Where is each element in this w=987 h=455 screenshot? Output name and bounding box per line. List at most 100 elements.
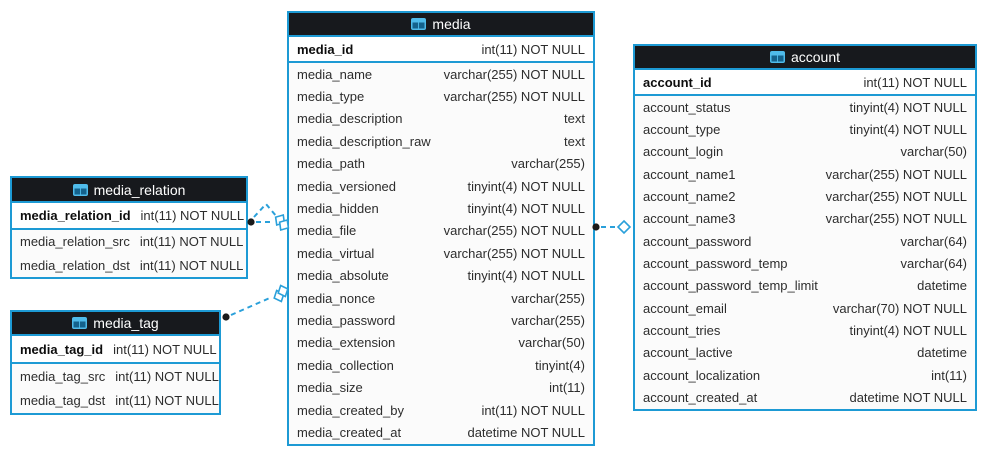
table-media-relation[interactable]: media_relation media_relation_id int(11)…	[10, 176, 248, 279]
column-type: int(11) NOT NULL	[140, 208, 245, 223]
column-row[interactable]: media_path varchar(255)	[289, 152, 593, 175]
column-row[interactable]: media_absolute tinyint(4) NOT NULL	[289, 264, 593, 287]
column-name: media_tag_src	[20, 368, 106, 384]
column-type: int(11)	[549, 380, 585, 396]
table-title: media	[432, 16, 471, 32]
column-name: media_tag_dst	[20, 393, 106, 409]
column-row[interactable]: media_relation_dst int(11) NOT NULL	[12, 253, 246, 277]
table-header[interactable]: media	[289, 13, 593, 37]
column-type: varchar(70) NOT NULL	[832, 300, 967, 316]
column-row[interactable]: media_created_at datetime NOT NULL	[289, 421, 593, 444]
column-name: media_size	[297, 380, 363, 396]
column-row[interactable]: media_description_raw text	[289, 130, 593, 153]
column-name: media_collection	[297, 357, 394, 373]
column-row[interactable]: media_collection tinyint(4)	[289, 354, 593, 377]
column-name: account_login	[643, 144, 724, 160]
column-row[interactable]: media_size int(11)	[289, 376, 593, 399]
table-media-tag[interactable]: media_tag media_tag_id int(11) NOT NULL …	[10, 310, 221, 415]
column-row[interactable]: media_created_by int(11) NOT NULL	[289, 398, 593, 422]
column-row[interactable]: account_name1 varchar(255) NOT NULL	[635, 163, 975, 186]
cardinality-diamond-icon	[273, 289, 285, 303]
table-icon	[72, 183, 88, 196]
column-row[interactable]: account_tries tinyint(4) NOT NULL	[635, 319, 975, 342]
column-type: tinyint(4)	[535, 357, 585, 373]
column-type: tinyint(4) NOT NULL	[467, 178, 585, 194]
column-name: media_type	[297, 89, 365, 105]
table-title: media_relation	[93, 181, 186, 198]
column-row[interactable]: media_password varchar(255)	[289, 309, 593, 332]
column-row[interactable]: account_lactive datetime	[635, 341, 975, 365]
column-type: int(11) NOT NULL	[115, 368, 219, 384]
column-name: media_relation_src	[20, 234, 130, 250]
column-row[interactable]: media_tag_dst int(11) NOT NULL	[12, 388, 219, 413]
column-name: media_relation_id	[20, 208, 131, 223]
column-row[interactable]: account_localization int(11)	[635, 364, 975, 387]
column-name: account_password	[643, 233, 752, 249]
relationship-media-to-account	[592, 219, 632, 235]
table-title: media_tag	[93, 315, 159, 331]
primary-key-row[interactable]: media_id int(11) NOT NULL	[289, 37, 593, 63]
column-name: media_extension	[297, 335, 396, 351]
primary-key-row[interactable]: media_tag_id int(11) NOT NULL	[12, 336, 219, 364]
column-type: int(11) NOT NULL	[115, 393, 219, 409]
column-name: account_lactive	[643, 345, 733, 361]
column-type: int(11) NOT NULL	[139, 257, 244, 273]
table-header[interactable]: account	[635, 46, 975, 70]
column-type: datetime NOT NULL	[467, 424, 585, 440]
column-row[interactable]: account_password_temp varchar(64)	[635, 252, 975, 275]
column-type: varchar(50)	[900, 144, 967, 160]
table-header[interactable]: media_relation	[12, 178, 246, 203]
column-row[interactable]: media_virtual varchar(255) NOT NULL	[289, 242, 593, 265]
column-row[interactable]: media_versioned tinyint(4) NOT NULL	[289, 174, 593, 198]
column-type: varchar(64)	[900, 233, 967, 249]
column-row[interactable]: account_name3 varchar(255) NOT NULL	[635, 207, 975, 231]
column-row[interactable]: account_name2 varchar(255) NOT NULL	[635, 185, 975, 208]
table-header[interactable]: media_tag	[12, 312, 219, 336]
column-row[interactable]: media_description text	[289, 107, 593, 131]
primary-key-row[interactable]: media_relation_id int(11) NOT NULL	[12, 203, 246, 230]
column-type: datetime	[917, 278, 967, 294]
column-name: media_absolute	[297, 268, 389, 284]
column-row[interactable]: account_status tinyint(4) NOT NULL	[635, 96, 975, 119]
column-row[interactable]: media_extension varchar(50)	[289, 331, 593, 355]
column-type: varchar(255) NOT NULL	[443, 66, 585, 82]
column-row[interactable]: account_email varchar(70) NOT NULL	[635, 297, 975, 320]
column-name: media_created_by	[297, 402, 404, 418]
column-type: varchar(255) NOT NULL	[825, 211, 967, 227]
column-row[interactable]: account_password_temp_limit datetime	[635, 274, 975, 298]
primary-key-row[interactable]: account_id int(11) NOT NULL	[635, 70, 975, 96]
column-name: account_email	[643, 300, 727, 316]
connection-dot-icon	[222, 313, 230, 321]
table-icon	[411, 18, 427, 30]
column-row[interactable]: media_nonce varchar(255)	[289, 286, 593, 310]
relationship-line	[230, 296, 273, 316]
column-row[interactable]: media_tag_src int(11) NOT NULL	[12, 364, 219, 389]
column-name: media_file	[297, 223, 357, 239]
table-account[interactable]: account account_id int(11) NOT NULL acco…	[633, 44, 977, 411]
cardinality-diamond-icon	[616, 219, 632, 235]
column-list: media_tag_src int(11) NOT NULL media_tag…	[12, 364, 219, 413]
connection-dot-icon	[247, 218, 255, 226]
column-row[interactable]: media_relation_src int(11) NOT NULL	[12, 230, 246, 254]
table-media[interactable]: media media_id int(11) NOT NULL media_na…	[287, 11, 595, 446]
column-list: media_name varchar(255) NOT NULL media_t…	[289, 63, 593, 444]
column-row[interactable]: account_login varchar(50)	[635, 140, 975, 164]
column-row[interactable]: account_password varchar(64)	[635, 230, 975, 253]
column-name: media_name	[297, 66, 373, 82]
column-type: int(11) NOT NULL	[481, 41, 585, 57]
column-row[interactable]: media_type varchar(255) NOT NULL	[289, 85, 593, 108]
column-type: tinyint(4) NOT NULL	[849, 122, 967, 138]
cardinality-diamond-icon	[274, 213, 286, 227]
column-type: varchar(255)	[511, 156, 585, 172]
column-type: varchar(255) NOT NULL	[825, 166, 967, 182]
relationship-media-relation-to-media	[247, 202, 290, 232]
column-row[interactable]: account_created_at datetime NOT NULL	[635, 386, 975, 409]
column-row[interactable]: media_file varchar(255) NOT NULL	[289, 219, 593, 243]
column-name: account_password_temp_limit	[643, 278, 818, 294]
column-row[interactable]: media_name varchar(255) NOT NULL	[289, 63, 593, 86]
column-row[interactable]: media_hidden tinyint(4) NOT NULL	[289, 197, 593, 220]
column-row[interactable]: account_type tinyint(4) NOT NULL	[635, 118, 975, 141]
column-type: varchar(255)	[511, 290, 585, 306]
column-list: account_status tinyint(4) NOT NULL accou…	[635, 96, 975, 409]
column-name: media_tag_id	[20, 341, 104, 357]
